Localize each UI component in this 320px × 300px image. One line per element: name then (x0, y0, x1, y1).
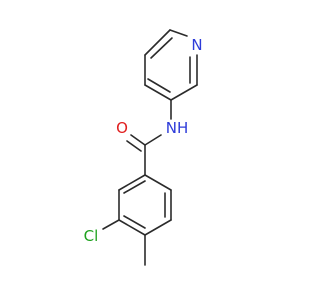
bond (144, 29, 171, 56)
pyridine-ring (144, 29, 198, 101)
pyridine-nitrogen-label: N (191, 36, 202, 54)
bond (144, 134, 162, 146)
bond (130, 134, 146, 146)
bond (118, 174, 146, 191)
bond (126, 140, 142, 152)
amide-nh-label: NH (166, 119, 189, 137)
chlorine-bond (102, 219, 120, 230)
molecule-structure: N NH O Cl (84, 29, 203, 266)
bond (144, 174, 172, 191)
benzene-ring (118, 174, 172, 236)
bond (123, 180, 146, 194)
bond (144, 219, 172, 236)
bond (169, 29, 188, 37)
bond (118, 219, 146, 236)
chlorine-label: Cl (84, 227, 99, 245)
bond (170, 84, 198, 101)
bond (147, 78, 171, 93)
amide-group (126, 134, 162, 176)
bond (150, 37, 173, 59)
carbonyl-oxygen-label: O (116, 119, 128, 137)
bond (123, 215, 146, 229)
bond (144, 84, 172, 101)
